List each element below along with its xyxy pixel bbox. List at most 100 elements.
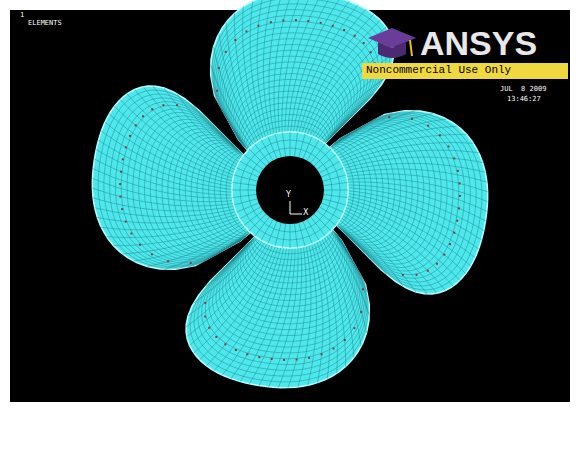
constraint-mark: [447, 145, 449, 147]
mesh-line: [261, 219, 273, 240]
constraint-mark: [135, 124, 137, 126]
mesh-line: [294, 132, 297, 156]
mesh-line: [348, 193, 479, 249]
constraint-mark: [129, 135, 131, 137]
constraint-mark: [246, 353, 248, 355]
mesh-line: [321, 203, 343, 212]
mesh-line: [240, 161, 261, 173]
constraint-mark: [271, 358, 273, 360]
constraint-mark: [142, 115, 144, 117]
mesh-line: [285, 0, 321, 132]
mesh-line: [323, 175, 346, 181]
hub-bore: [256, 156, 324, 224]
mesh-line: [231, 248, 287, 379]
constraint-mark: [453, 232, 455, 234]
constraint-mark: [459, 195, 461, 197]
mesh-line: [139, 116, 244, 258]
mesh-line: [334, 111, 416, 152]
mesh-line: [198, 239, 366, 370]
constraint-mark: [122, 158, 124, 160]
constraint-mark: [332, 25, 334, 27]
license-notice: Noncommercial Use Only: [366, 65, 511, 76]
constraint-mark: [125, 221, 127, 223]
constraint-mark: [388, 116, 390, 118]
constraint-mark: [416, 274, 418, 276]
mesh-line: [98, 90, 240, 268]
plot-time: 13:46:27: [507, 96, 541, 103]
mesh-line: [240, 248, 289, 382]
mesh-line: [324, 194, 348, 197]
mesh-line: [330, 232, 367, 292]
constraint-mark: [119, 196, 121, 198]
mesh-line: [109, 114, 232, 181]
mesh-line: [299, 223, 305, 246]
constraint-mark: [343, 29, 345, 31]
mesh-line: [348, 191, 482, 240]
mesh-line: [299, 134, 305, 157]
mesh-line: [97, 212, 236, 223]
cap-top: [368, 28, 416, 48]
cap-tassel: [410, 40, 412, 56]
axis-triad: [290, 201, 302, 214]
constraint-mark: [125, 146, 127, 148]
mesh-line: [143, 87, 236, 168]
mesh-line: [282, 224, 285, 248]
mesh-line: [337, 122, 442, 264]
constraint-mark: [119, 183, 121, 185]
constraint-mark: [370, 51, 372, 53]
constraint-mark: [308, 357, 310, 359]
constraint-mark: [453, 157, 455, 159]
mesh-line: [303, 136, 312, 158]
mesh-line: [275, 223, 281, 246]
mesh-line: [261, 140, 273, 161]
constraint-mark: [234, 39, 236, 41]
constraint-mark: [296, 359, 298, 361]
mesh-line: [328, 234, 369, 316]
mesh-line: [319, 161, 340, 173]
mesh-line: [205, 238, 362, 359]
mesh-line: [319, 207, 340, 219]
mesh-line: [275, 134, 281, 157]
mesh-line: [338, 117, 459, 274]
constraint-mark: [121, 208, 123, 210]
constraint-mark: [307, 20, 309, 22]
constraint-mark: [402, 274, 404, 276]
mesh-line: [312, 244, 323, 383]
mesh-line: [104, 94, 241, 267]
plot-date: JUL 8 2009: [500, 86, 546, 93]
mesh-line: [215, 10, 383, 141]
constraint-mark: [449, 243, 451, 245]
mesh-line: [299, 9, 366, 132]
mesh-line: [317, 155, 336, 170]
constraint-mark: [458, 207, 460, 209]
constraint-mark: [151, 108, 153, 110]
mesh-line: [236, 203, 258, 212]
constraint-mark: [120, 171, 122, 173]
mesh-line: [194, 239, 367, 376]
mesh-line: [282, 0, 311, 133]
constraint-mark: [333, 347, 335, 349]
constraint-mark: [208, 327, 210, 329]
constraint-mark: [235, 349, 237, 351]
mesh-line: [348, 185, 486, 221]
constraint-mark: [190, 262, 192, 264]
license-banner: [362, 63, 568, 79]
mesh-line: [322, 239, 354, 358]
mesh-line: [234, 199, 257, 205]
ansys-logo-cap: [368, 28, 416, 58]
constraint-mark: [321, 353, 323, 355]
constraint-mark: [443, 254, 445, 256]
y-axis: [290, 201, 291, 214]
mesh-line: [216, 237, 358, 342]
mesh-line: [269, 0, 282, 134]
mesh-line: [293, 1, 349, 132]
mesh-line: [122, 222, 241, 254]
constraint-mark: [215, 336, 217, 338]
constraint-mark: [354, 35, 356, 37]
mesh-line: [307, 140, 319, 161]
mesh-line: [257, 0, 268, 136]
mesh-line: [232, 190, 256, 191]
mesh-line: [92, 188, 233, 206]
mesh-line: [291, 0, 340, 132]
